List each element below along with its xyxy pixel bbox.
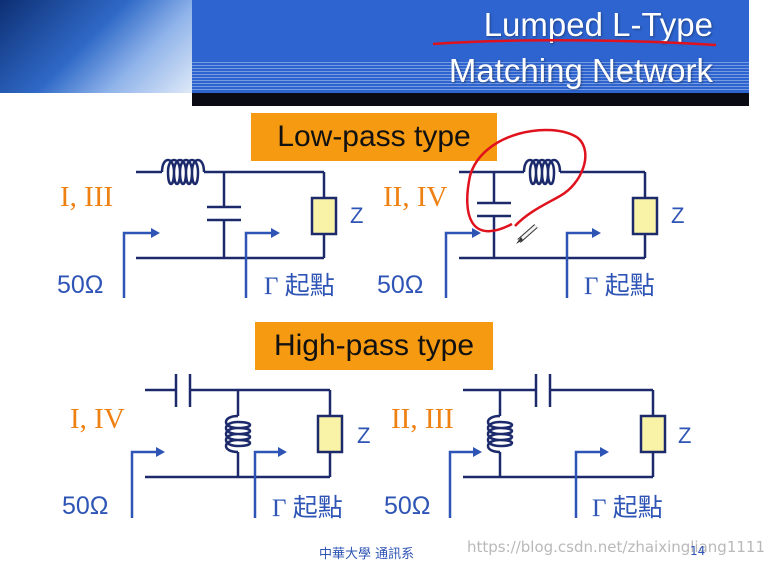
region-label-1: I, III	[60, 181, 114, 213]
gamma-start-3: Γ 起點	[272, 495, 343, 522]
arrow-source-3	[156, 447, 165, 457]
circuit-high-pass-1	[145, 374, 332, 479]
arrow-source-4	[473, 447, 482, 457]
circuit-diagrams	[122, 39, 717, 518]
watermark-url: https://blog.csdn.net/zhaixingliang1111	[467, 538, 765, 556]
header-stripes	[192, 62, 749, 90]
circuit-high-pass-2	[463, 374, 655, 479]
arrow-gamma-3	[278, 447, 287, 457]
slide-title-line2: Matching Network	[448, 52, 713, 89]
footer-department: 中華大學 通訊系	[319, 547, 415, 562]
load-impedance-4	[639, 414, 667, 454]
arrow-source-2	[472, 228, 481, 238]
shunt-inductor	[486, 414, 514, 454]
slide-title-line1: Lumped L-Type	[483, 6, 713, 43]
series-inductor	[160, 158, 206, 186]
header-photo	[0, 0, 192, 93]
load-label-2: Z	[671, 203, 685, 228]
load-impedance-1	[310, 196, 338, 236]
pen-cursor-icon	[516, 224, 538, 244]
series-inductor	[522, 158, 562, 186]
gamma-start-1: Γ 起點	[264, 273, 335, 300]
load-label-4: Z	[678, 423, 692, 448]
header-band	[192, 0, 749, 97]
header-shadow-bar	[192, 93, 749, 106]
source-impedance-1: 50Ω	[57, 271, 104, 299]
region-label-4: II, III	[391, 403, 454, 435]
arrow-gamma-4	[600, 447, 609, 457]
arrow-source-1	[151, 228, 160, 238]
source-impedance-2: 50Ω	[377, 271, 424, 299]
load-label-1: Z	[350, 203, 364, 228]
circuit-low-pass-1	[136, 158, 326, 260]
source-impedance-4: 50Ω	[384, 492, 431, 520]
page-number: 14	[690, 544, 706, 558]
arrow-gamma-2	[592, 228, 601, 238]
source-impedance-3: 50Ω	[62, 492, 109, 520]
gamma-start-4: Γ 起點	[592, 495, 663, 522]
shunt-inductor	[224, 414, 252, 454]
circle-annotation	[466, 128, 587, 233]
region-label-2: II, IV	[383, 181, 448, 213]
load-label-3: Z	[357, 423, 371, 448]
load-impedance-2	[631, 196, 659, 236]
high-pass-label: High-pass type	[255, 322, 493, 370]
low-pass-label: Low-pass type	[251, 113, 497, 161]
arrow-gamma-1	[271, 228, 280, 238]
title-underline-annotation	[432, 39, 717, 47]
region-label-3: I, IV	[70, 403, 125, 435]
circuit-low-pass-2	[459, 158, 647, 260]
gamma-start-2: Γ 起點	[584, 273, 655, 300]
load-impedance-3	[316, 414, 344, 454]
